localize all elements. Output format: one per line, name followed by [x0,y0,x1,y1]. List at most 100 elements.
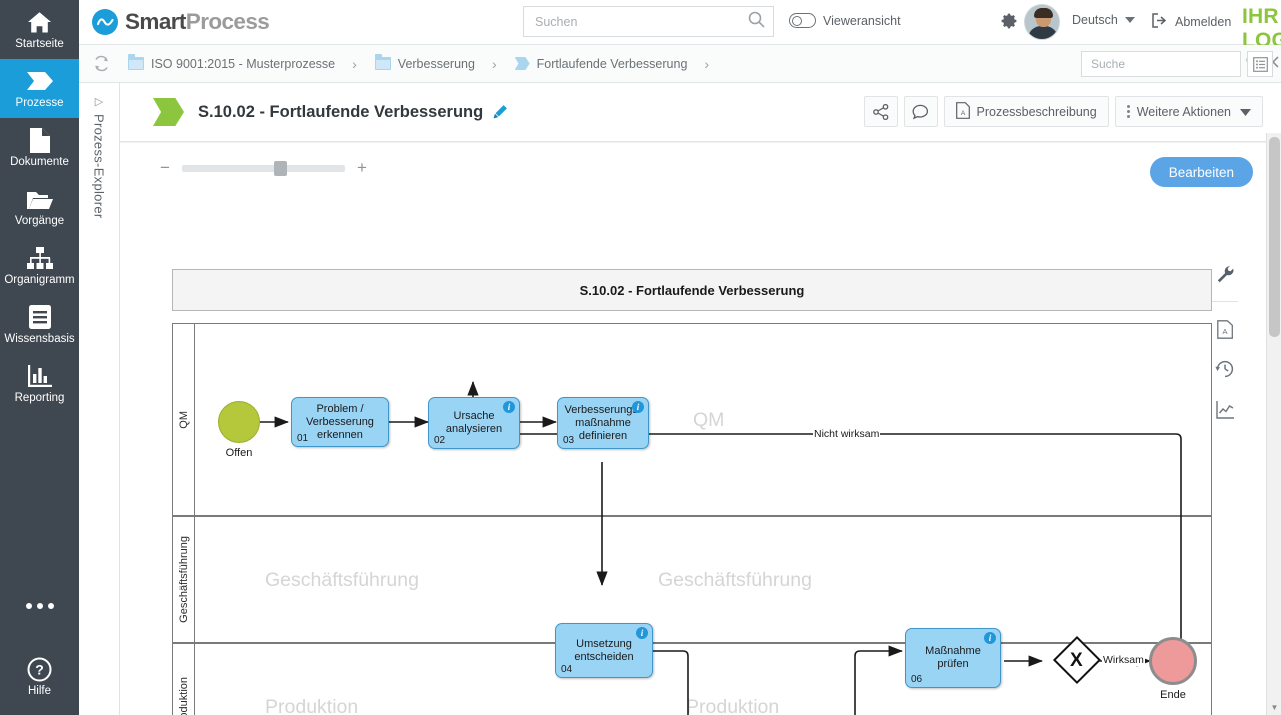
sidebar-item-organigramm[interactable]: Organigramm [0,236,79,295]
diagram-viewport[interactable]: − + Bearbeiten S.10.02 - Fortlaufende Ve… [120,142,1281,715]
pdf-export-icon[interactable]: A [1212,316,1238,342]
sidebar-label-startseite: Startseite [15,37,64,50]
process-icon [514,57,530,70]
share-button[interactable] [863,96,898,127]
search-icon[interactable] [748,11,765,33]
history-icon[interactable] [1212,356,1238,382]
help-circle-icon: ? [27,657,53,682]
brand-smart: Smart [125,9,186,34]
flow-label-wirksam: Wirksam [1102,654,1145,666]
global-search[interactable] [523,6,774,37]
breadcrumb-label-0: ISO 9001:2015 - Musterprozesse [151,56,336,71]
tree-search-input[interactable] [1091,57,1246,71]
end-event[interactable] [1149,637,1197,685]
sidebar-item-hilfe[interactable]: ? Hilfe [0,647,79,706]
sidebar-item-vorgaenge[interactable]: Vorgänge [0,177,79,236]
zoom-slider[interactable] [181,160,345,176]
more-actions-label: Weitere Aktionen [1136,104,1231,119]
folder-icon [128,54,144,70]
more-actions-button[interactable]: Weitere Aktionen [1114,96,1263,127]
breadcrumb-item-0[interactable]: ISO 9001:2015 - Musterprozesse [128,54,336,71]
language-selector[interactable]: Deutsch [1072,13,1135,27]
wrench-icon[interactable] [1212,261,1238,287]
diagram-title-banner: S.10.02 - Fortlaufende Verbesserung [172,269,1212,311]
sidebar-item-wissensbasis[interactable]: Wissensbasis [0,295,79,354]
breadcrumb-label-1: Verbesserung [397,56,475,71]
process-icon [153,98,184,126]
sidebar-item-startseite[interactable]: Startseite [0,0,79,59]
lane-watermark-gf-left: Geschäftsführung [265,569,419,591]
lane-header-geschaeftsfuehrung: Geschäftsführung [173,517,195,642]
zoom-in-button[interactable]: + [356,158,367,177]
info-icon[interactable]: i [503,401,515,413]
info-icon[interactable]: i [984,632,996,644]
refresh-icon[interactable] [93,55,110,72]
page-actions: A Prozessbeschreibung Weitere Aktionen [863,96,1263,127]
sidebar-label-dokumente: Dokumente [10,155,69,168]
task-06-number: 06 [911,674,923,685]
brand-process: Process [185,9,270,34]
start-event[interactable] [218,401,260,443]
sidebar-item-prozesse[interactable]: Prozesse [0,59,79,118]
lane-geschaeftsfuehrung: Geschäftsführung Geschäftsführung Geschä… [172,516,1212,643]
tree-search[interactable] [1081,51,1279,77]
process-explorer-label: Prozess-Explorer [91,114,107,219]
sidebar-item-dokumente[interactable]: Dokumente [0,118,79,177]
settings-button[interactable] [999,12,1018,36]
home-icon [27,10,53,35]
info-icon[interactable]: i [632,401,644,413]
search-input[interactable] [535,14,748,29]
viewer-mode-label: Vieweransicht [823,13,901,28]
tools-divider [1212,301,1238,302]
vertical-scrollbar-thumb[interactable] [1269,137,1280,337]
toggle-switch-icon[interactable] [789,13,816,28]
comment-button[interactable] [903,96,938,127]
language-label: Deutsch [1072,13,1118,27]
logout-label: Abmelden [1175,15,1232,29]
logout-icon [1152,13,1168,31]
svg-text:A: A [960,110,965,117]
gateway-x-symbol: X [1070,650,1083,671]
chevron-down-icon [1240,105,1251,119]
lane-label-produktion: Produktion [177,676,190,715]
scroll-down-icon[interactable]: ▼ [1270,702,1279,712]
breadcrumb-item-1[interactable]: Verbesserung [374,54,475,71]
process-description-button[interactable]: A Prozessbeschreibung [943,96,1109,127]
task-06-label: Maßnahme prüfen [925,645,981,670]
list-view-button[interactable] [1247,51,1273,77]
sidebar-item-reporting[interactable]: Reporting [0,354,79,413]
edit-title-pencil-icon[interactable] [492,104,508,120]
process-icon [26,69,53,94]
user-avatar[interactable] [1024,4,1060,40]
statistics-icon[interactable] [1212,396,1238,422]
zoom-out-button[interactable]: − [160,158,170,177]
vertical-scrollbar[interactable]: ▲ ▼ [1266,133,1281,715]
bpmn-pool: QM QM Geschäftsführung Geschäftsführung … [172,323,1212,715]
sidebar-more-button[interactable] [25,603,54,609]
process-description-label: Prozessbeschreibung [976,104,1097,119]
lane-watermark-prod-right: Produktion [686,696,780,715]
zoom-slider-thumb[interactable] [273,160,287,176]
breadcrumb-item-2[interactable]: Fortlaufende Verbesserung [514,57,687,71]
logout-button[interactable]: Abmelden [1152,13,1231,31]
info-icon[interactable]: i [636,627,648,639]
expand-arrow-icon[interactable]: ▷ [94,96,104,108]
lane-header-qm: QM [173,324,195,515]
sidebar-label-reporting: Reporting [14,391,65,404]
task-06[interactable]: Maßnahme prüfen 06 i [905,628,1001,688]
edit-button[interactable]: Bearbeiten [1149,157,1253,187]
bar-chart-icon [27,364,53,389]
viewer-mode-toggle[interactable]: Vieweransicht [789,13,901,28]
app-logo[interactable]: SmartProcess [92,9,270,35]
process-explorer-rail[interactable]: ▷ Prozess-Explorer [79,83,120,715]
lane-watermark-qm: QM [693,409,725,431]
sidebar-label-prozesse: Prozesse [15,96,64,109]
content-area: S.10.02 - Fortlaufende Verbesserung A Pr… [120,83,1281,715]
